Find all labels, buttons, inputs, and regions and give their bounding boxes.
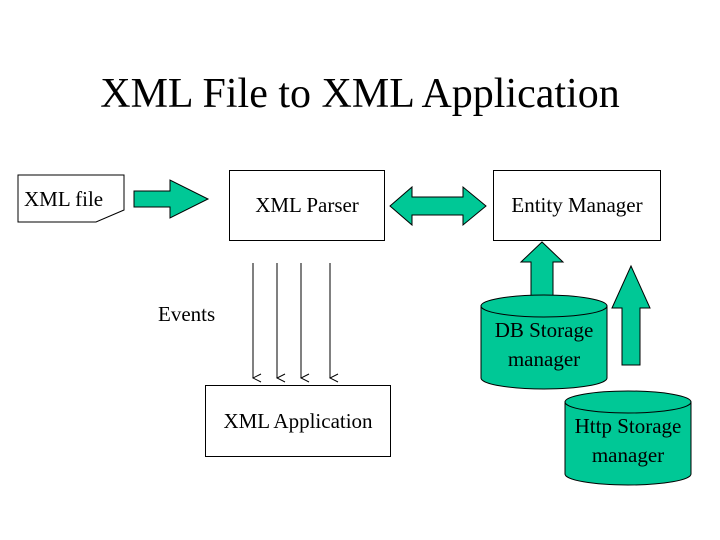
xml-file-shape xyxy=(17,174,125,223)
xml-parser-node: XML Parser xyxy=(229,170,385,241)
db-storage-label: DB Storage manager xyxy=(481,316,607,374)
arrow-db-to-entity xyxy=(519,241,565,298)
xml-application-label: XML Application xyxy=(223,408,373,433)
http-storage-label: Http Storage manager xyxy=(555,412,701,470)
entity-manager-label: Entity Manager xyxy=(511,193,643,217)
xml-application-node: XML Application xyxy=(205,385,391,457)
db-storage-label-line-1: DB Storage xyxy=(494,318,594,342)
http-storage-label-line-1: Http Storage xyxy=(574,414,682,438)
db-storage-cylinder xyxy=(480,294,608,390)
http-storage-cylinder xyxy=(564,390,692,486)
arrow-http-to-entity xyxy=(611,264,651,366)
event-arrows xyxy=(253,263,330,378)
db-storage-label-line-2: manager xyxy=(507,347,581,371)
entity-manager-node: Entity Manager xyxy=(493,170,661,241)
http-storage-label-line-2: manager xyxy=(591,443,665,467)
xml-parser-label: XML Parser xyxy=(255,193,359,217)
xml-file-label: XML file xyxy=(24,187,104,211)
diagram-title: XML File to XML Application xyxy=(100,71,620,117)
events-label: Events xyxy=(158,302,216,326)
arrow-file-to-parser xyxy=(133,179,210,219)
arrow-parser-entity xyxy=(389,185,487,227)
